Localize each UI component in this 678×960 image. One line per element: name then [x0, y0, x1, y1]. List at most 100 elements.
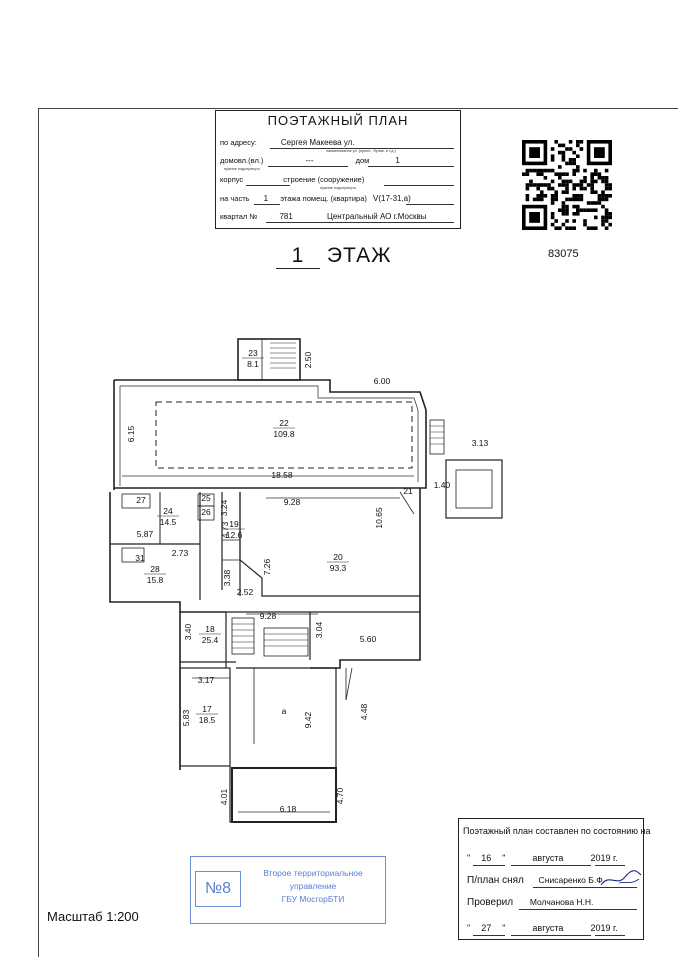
state-month-1: августа — [532, 853, 564, 863]
dimension-label: 3.40 — [183, 623, 193, 640]
room-area-23: 8.1 — [247, 359, 259, 369]
signature-1 — [600, 870, 642, 886]
state-day-1: 16 — [481, 853, 492, 863]
stroenie-label: строение (сооружение) — [283, 175, 365, 184]
dom-label: дом — [355, 156, 370, 165]
bti-stamp: №8 Второе территориальное управление ГБУ… — [190, 856, 386, 924]
part-label-2: этажа помещ. (квартира) — [280, 194, 367, 203]
dimension-label: 4.70 — [335, 787, 345, 804]
dimension-label: 7.26 — [262, 558, 272, 575]
dimension-label: 1.40 — [434, 480, 451, 490]
part-underline-2 — [406, 204, 454, 205]
stroenie-hint: нужное подчеркнуть — [320, 186, 356, 190]
stamp-line-1: Второе территориальное — [263, 868, 363, 878]
district-value: Центральный АО г.Москвы — [326, 212, 427, 221]
dimension-label: 10.65 — [374, 507, 384, 529]
room-number-25: 25 — [201, 493, 211, 503]
year1-underline — [595, 865, 625, 866]
qr-code — [522, 140, 612, 230]
state-year-suffix-1: г. — [612, 853, 618, 863]
part-value: 1 — [263, 194, 269, 203]
document-title: ПОЭТАЖНЫЙ ПЛАН — [267, 113, 409, 128]
stamp-line-3: ГБУ МосгорБТИ — [281, 894, 345, 904]
room-number-17: 17 — [202, 704, 212, 714]
dimension-label: 2.73 — [172, 548, 189, 558]
floor-label: ЭТАЖ — [326, 244, 392, 267]
kvartal-label: квартал № — [220, 212, 258, 221]
dimension-label: 6.18 — [280, 804, 297, 814]
kvartal-row: квартал № 781 Центральный АО г.Москвы — [220, 212, 426, 221]
room-number-28: 28 — [150, 564, 160, 574]
room-number-19: 19 — [229, 519, 239, 529]
dimension-label: 5.60 — [360, 634, 377, 644]
page-frame — [38, 108, 678, 957]
state-date-2: "27" августа 2019 г. — [467, 923, 618, 933]
surveyed-label: П/план снял — [467, 875, 524, 886]
state-month-2: августа — [532, 923, 564, 933]
month1-underline — [511, 865, 591, 866]
dimension-label: 3.17 — [198, 675, 215, 685]
state-year-2: 2019 — [590, 923, 611, 933]
korpus-row: корпус строение (сооружение) — [220, 175, 364, 184]
street-value: Сергея Макеева ул. — [280, 138, 355, 147]
room-number-26: 26 — [201, 507, 211, 517]
stamp-number: №8 — [195, 871, 241, 907]
day1-underline — [473, 865, 505, 866]
part-row: на часть 1 этажа помещ. (квартира) V(17-… — [220, 194, 411, 203]
dom-underline — [368, 166, 454, 167]
street-hint: наименование ул. (просп., бульв. и т.д.) — [326, 149, 396, 153]
document-code: 83075 — [548, 248, 579, 260]
address-label: по адресу: — [220, 138, 257, 147]
domovl-label: домовл.(вл.) — [220, 156, 264, 165]
dimension-label: 2.52 — [237, 587, 254, 597]
dimension-label: 3.38 — [222, 569, 232, 586]
dimension-label: 9.28 — [260, 611, 277, 621]
state-date-1: "16" августа 2019 г. — [467, 853, 618, 863]
room-area-17: 18.5 — [199, 715, 216, 725]
kvartal-underline — [266, 222, 454, 223]
part-underline — [254, 204, 280, 205]
floor-title: 1 ЭТАЖ — [276, 244, 391, 269]
state-block: Поэтажный план составлен по состоянию на… — [458, 818, 651, 940]
address-underline — [270, 148, 454, 149]
checked-name: Молчанова Н.Н. — [529, 897, 594, 907]
part-label: на часть — [220, 194, 250, 203]
room-number-31: 31 — [135, 553, 145, 563]
domovl-hint: нужное подчеркнуть — [224, 167, 260, 171]
state-title: Поэтажный план составлен по состоянию на — [463, 826, 651, 836]
room-area-20: 93.3 — [330, 563, 347, 573]
room-number-18: 18 — [205, 624, 215, 634]
surveyed-name: Снисаренко Б.Ф. — [538, 875, 606, 885]
month2-underline — [511, 935, 591, 936]
dimension-label: 3.04 — [314, 621, 324, 638]
room-area-24: 14.5 — [160, 517, 177, 527]
state-day-2: 27 — [481, 923, 492, 933]
dimension-label: 5.83 — [181, 709, 191, 726]
domovl-value: --- — [305, 156, 314, 165]
dimension-label: 5.87 — [137, 529, 154, 539]
checked-label: Проверил — [467, 897, 514, 908]
room-area-19: 12.6 — [226, 530, 243, 540]
dimension-label: 18.58 — [271, 470, 293, 480]
dimension-label: 2.50 — [303, 351, 313, 368]
dimension-labels: 2.506.006.153.1318.581.409.2810.653.244.… — [126, 351, 489, 814]
dimension-label: 6.15 — [126, 425, 136, 442]
dimension-label: 9.28 — [284, 497, 301, 507]
kvartal-value: 781 — [279, 212, 293, 221]
room-area-28: 15.8 — [147, 575, 164, 585]
room-area-18: 25.4 — [202, 635, 219, 645]
dimension-label: 4.73 — [220, 521, 230, 538]
state-year-1: 2019 — [590, 853, 611, 863]
dimension-lines — [122, 475, 414, 813]
dimension-label: 3.13 — [472, 438, 489, 448]
stamp-line-2: управление — [289, 881, 337, 891]
surveyed-underline — [533, 887, 637, 888]
stamp-text: Второе территориальное управление ГБУ Мо… — [245, 867, 381, 906]
plan-walls — [109, 338, 503, 823]
dimension-label: 4.48 — [359, 703, 369, 720]
year2-underline — [595, 935, 625, 936]
dimension-label: 3.24 — [219, 499, 229, 516]
room-number-23: 23 — [248, 348, 258, 358]
domovl-row: домовл.(вл.) --- дом 1 — [220, 156, 400, 165]
